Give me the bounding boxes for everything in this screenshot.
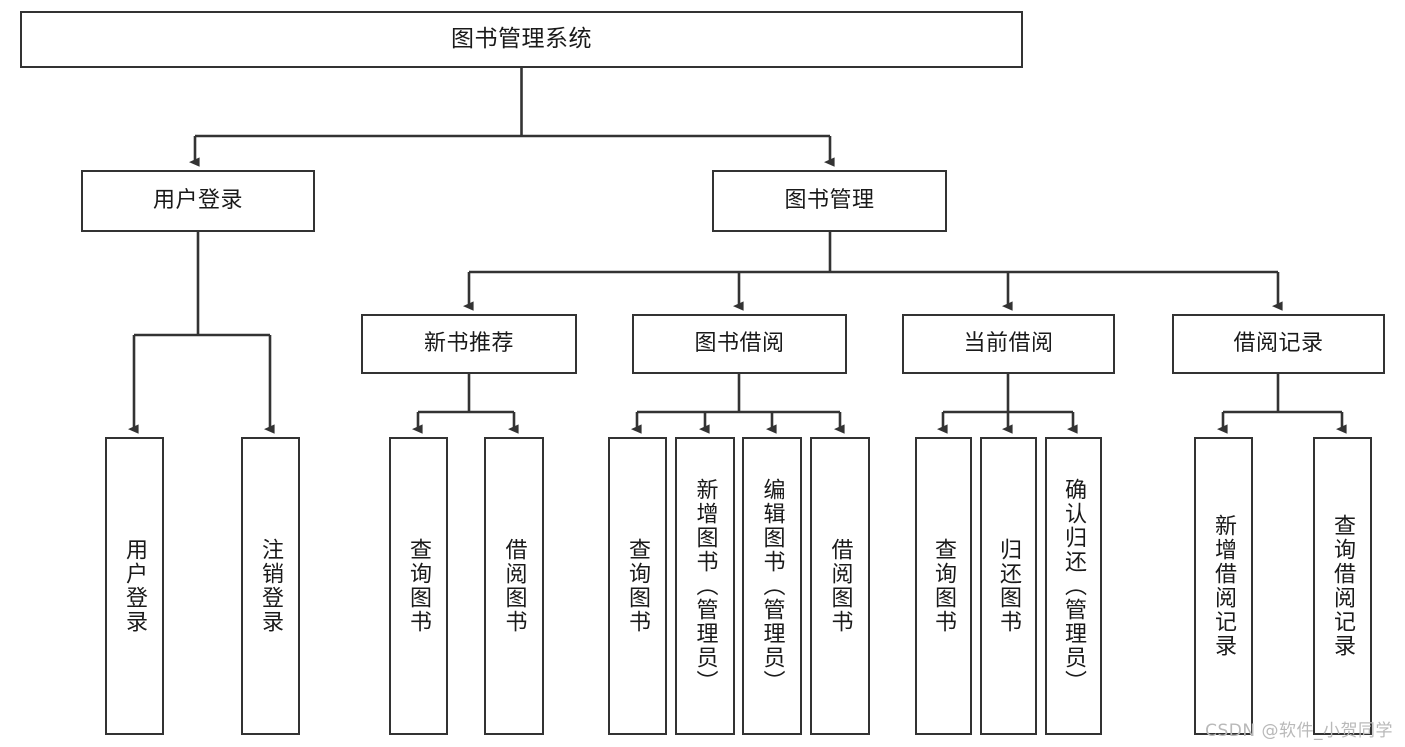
node-leaf-add-borrow-record[interactable]: 新增借阅记录 [1194,437,1253,735]
node-leaf-borrow-book-1-label: 借阅图书 [501,538,527,634]
node-leaf-query-book-2-label: 查询图书 [625,538,651,634]
node-book-borrow-label: 图书借阅 [694,331,785,357]
node-leaf-add-book-admin[interactable]: 新增图书（管理员） [675,437,735,735]
node-user-login[interactable]: 用户登录 [81,170,315,232]
node-book-manage[interactable]: 图书管理 [712,170,947,232]
node-leaf-user-login[interactable]: 用户登录 [105,437,164,735]
node-current-borrow[interactable]: 当前借阅 [902,314,1115,374]
csdn-watermark: CSDN @软件_小贺同学 [1205,721,1393,741]
node-leaf-query-borrow-record-label: 查询借阅记录 [1330,514,1356,658]
node-root[interactable]: 图书管理系统 [20,11,1023,68]
node-leaf-query-borrow-record[interactable]: 查询借阅记录 [1313,437,1372,735]
node-leaf-query-book-3-label: 查询图书 [931,538,957,634]
node-borrow-record[interactable]: 借阅记录 [1172,314,1385,374]
node-new-book-recommend[interactable]: 新书推荐 [361,314,577,374]
node-leaf-user-login-label: 用户登录 [122,538,148,634]
node-user-login-label: 用户登录 [152,188,243,214]
node-leaf-query-book-1[interactable]: 查询图书 [389,437,448,735]
node-leaf-user-logout[interactable]: 注销登录 [241,437,300,735]
node-leaf-borrow-book-1[interactable]: 借阅图书 [484,437,544,735]
node-leaf-borrow-book-2-label: 借阅图书 [827,538,853,634]
node-new-book-recommend-label: 新书推荐 [423,331,514,357]
node-leaf-return-book-label: 归还图书 [996,538,1022,634]
node-current-borrow-label: 当前借阅 [963,331,1054,357]
node-book-borrow[interactable]: 图书借阅 [632,314,847,374]
node-leaf-confirm-return-admin-label: 确认归还（管理员） [1061,478,1087,694]
node-leaf-query-book-3[interactable]: 查询图书 [915,437,972,735]
node-leaf-edit-book-admin[interactable]: 编辑图书（管理员） [742,437,802,735]
node-root-label: 图书管理系统 [451,25,592,52]
node-leaf-borrow-book-2[interactable]: 借阅图书 [810,437,870,735]
node-leaf-query-book-1-label: 查询图书 [406,538,432,634]
node-leaf-user-logout-label: 注销登录 [258,538,284,634]
node-leaf-confirm-return-admin[interactable]: 确认归还（管理员） [1045,437,1102,735]
node-leaf-add-book-admin-label: 新增图书（管理员） [692,478,718,694]
node-leaf-query-book-2[interactable]: 查询图书 [608,437,667,735]
node-leaf-add-borrow-record-label: 新增借阅记录 [1211,514,1237,658]
node-book-manage-label: 图书管理 [784,188,875,214]
node-leaf-return-book[interactable]: 归还图书 [980,437,1037,735]
node-leaf-edit-book-admin-label: 编辑图书（管理员） [759,478,785,694]
node-borrow-record-label: 借阅记录 [1233,331,1324,357]
